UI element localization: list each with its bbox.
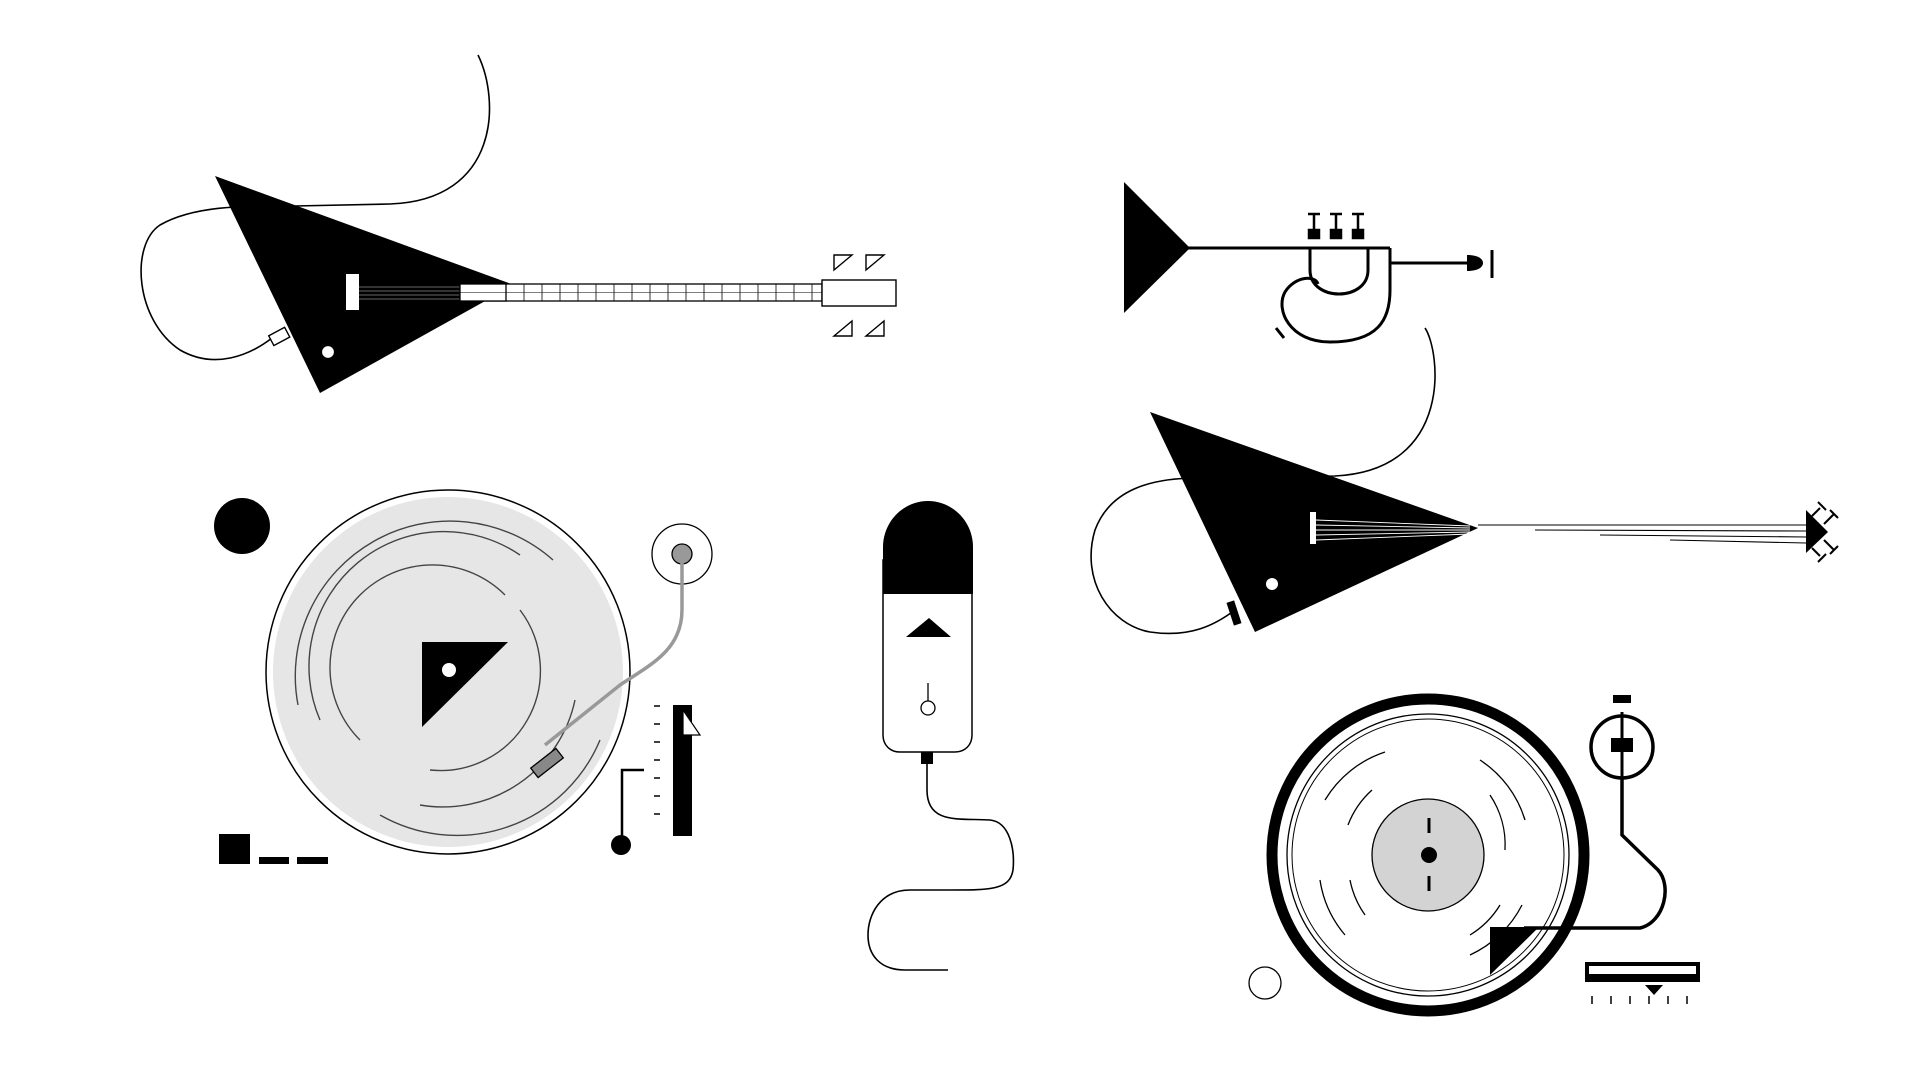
guitar-headstock <box>821 279 897 307</box>
mic-body <box>882 559 973 753</box>
control-block <box>219 834 250 864</box>
guitar-pickup <box>346 274 359 310</box>
balalaika-sound-hole <box>1266 578 1278 590</box>
pitch-slider <box>673 705 692 836</box>
pitch-scale-ticks <box>654 705 660 815</box>
balalaika-strings-body <box>1315 519 1471 541</box>
pitch-slider-marker <box>682 708 702 736</box>
mic-up-triangle <box>906 618 951 637</box>
vinyl-speed-marker <box>1645 985 1663 995</box>
mic-switch <box>920 700 936 716</box>
balalaika-tuning-pegs <box>1811 501 1839 563</box>
balalaika-neck-strings <box>1478 524 1807 544</box>
mic-connector <box>921 752 933 764</box>
vinyl-spindle <box>1421 847 1437 863</box>
mic-cable <box>867 760 1015 971</box>
vinyl-tonearm-weight-top <box>1613 695 1631 703</box>
turntable-dot-decoration <box>214 498 270 554</box>
vinyl-small-circle <box>1248 966 1282 1000</box>
vinyl-speed-ticks <box>1591 996 1688 1004</box>
guitar-strings <box>359 286 460 300</box>
record-spindle <box>442 663 456 677</box>
tuning-pegs <box>832 254 886 337</box>
tonearm-cartridge <box>529 747 565 779</box>
tonearm <box>543 554 684 747</box>
balalaika-bridge <box>1310 512 1316 544</box>
cable-jack <box>267 326 291 347</box>
turntable-left <box>214 489 713 864</box>
guitar-body <box>215 176 514 393</box>
trumpet-bell <box>1124 182 1190 313</box>
vinyl-speed-bar-inner <box>1589 966 1696 974</box>
start-lever <box>620 768 644 842</box>
guitar-cable <box>140 54 491 361</box>
vinyl-tonearm <box>1524 778 1667 930</box>
vinyl-corner-triangle <box>1490 927 1539 975</box>
trumpet-valve-loop <box>1308 248 1370 296</box>
vinyl-tonearm-weight <box>1611 738 1633 752</box>
balalaika-cable-jack <box>1226 600 1242 626</box>
vinyl-edge-ring <box>1291 718 1565 992</box>
trumpet <box>1124 182 1494 344</box>
vinyl-player-right <box>1248 693 1700 1017</box>
guitar-frets <box>460 284 822 301</box>
start-button <box>611 835 631 855</box>
trumpet-mouthpiece <box>1467 255 1483 271</box>
trumpet-water-key <box>1274 327 1286 339</box>
record-label-triangle <box>422 642 508 727</box>
trumpet-slide-loop <box>1280 248 1392 344</box>
control-bar-2 <box>297 857 328 864</box>
guitar-knob <box>320 344 336 360</box>
balalaika-right <box>1090 327 1839 635</box>
vinyl-inner-ring <box>1286 713 1570 997</box>
vinyl-grooves <box>1319 751 1526 956</box>
balalaika-cable <box>1090 327 1436 635</box>
microphone <box>867 501 1015 971</box>
balalaika-head <box>1806 510 1828 553</box>
control-bar-1 <box>259 857 289 864</box>
mic-grille <box>883 501 973 594</box>
trumpet-valves <box>1307 212 1365 240</box>
balalaika-guitar-top <box>140 54 897 393</box>
